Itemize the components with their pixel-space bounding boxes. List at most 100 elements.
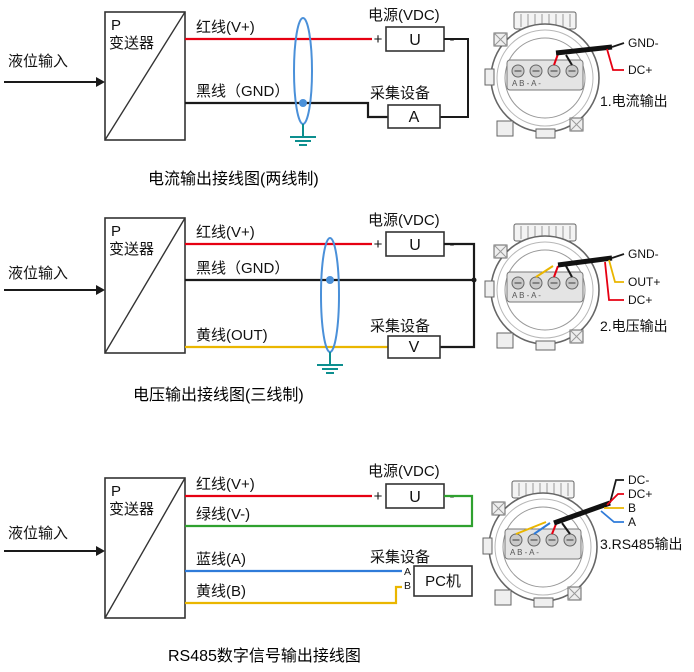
head-wire-a [600, 510, 624, 523]
head-cable [557, 255, 613, 268]
collector-unit-label: A [409, 109, 420, 126]
plus-sign: + [374, 236, 383, 253]
pc-box [413, 565, 473, 597]
power-unit-box [385, 26, 445, 52]
pc-label: PC机 [425, 573, 461, 590]
head-label-gnd: GND- [628, 247, 659, 261]
head-red-stub [551, 523, 557, 535]
black-wire-label: 黑线（GND） [196, 260, 289, 277]
input-arrow-head [96, 77, 105, 87]
head-blue-stub [533, 522, 551, 535]
head-caption: 2.电压输出 [600, 318, 668, 334]
yellow-wire [185, 585, 402, 605]
plus-sign: + [374, 488, 383, 505]
transmitter-p-label: P [111, 483, 121, 500]
transmitter-p-label: P [111, 17, 121, 34]
input-label: 液位输入 [8, 53, 68, 70]
collector-title: 采集设备 [370, 85, 430, 102]
head-label-dc: DC+ [628, 293, 652, 307]
transmitter-head [484, 11, 600, 139]
head-cable [555, 44, 613, 56]
head-wire-out [608, 259, 624, 283]
transmitter-head [482, 480, 598, 608]
head-label-dcminus: DC- [628, 473, 649, 487]
input-arrow-head [96, 285, 105, 295]
power-title: 电源(VDC) [368, 212, 440, 229]
pc-terminal-a: A [404, 566, 411, 578]
head-black-stub [565, 54, 573, 66]
collector-title: 采集设备 [370, 318, 430, 335]
head-black-stub [561, 522, 571, 535]
section-voltage-output: 液位输入 P 变送器 红线(V+) 电源(VDC) + U - 黑线（GND） … [4, 212, 668, 404]
head-red-stub [553, 265, 559, 278]
head-wire-dcplus [606, 493, 624, 506]
input-label: 液位输入 [8, 265, 68, 282]
transmitter-p-label: P [111, 223, 121, 240]
transmitter-head [484, 223, 600, 351]
head-wire-dcminus [609, 479, 624, 504]
power-unit-box [385, 483, 445, 509]
head-yellow-stub [515, 521, 547, 535]
black-wire [185, 101, 388, 119]
head-label-out: OUT+ [628, 275, 660, 289]
head-label-dc: DC+ [628, 63, 652, 77]
head-label-gnd: GND- [628, 36, 659, 50]
head-label-dcplus: DC+ [628, 487, 652, 501]
green-wire [185, 494, 474, 528]
pc-terminal-b: B [404, 580, 411, 592]
blue-wire-label: 蓝线(A) [196, 551, 246, 568]
red-wire-label: 红线(V+) [196, 19, 255, 36]
head-label-a: A [628, 515, 636, 529]
head-caption: 1.电流输出 [600, 93, 668, 109]
power-unit-box [385, 231, 445, 257]
collector-unit-box [387, 335, 441, 359]
section-caption: 电压输出接线图(三线制) [133, 386, 304, 404]
section-caption: RS485数字信号输出接线图 [168, 647, 361, 665]
transmitter-diagonal [104, 217, 186, 354]
cable-shield [320, 237, 340, 353]
plus-sign: + [374, 31, 383, 48]
power-unit-label: U [409, 237, 421, 254]
head-red-stub [553, 53, 559, 66]
head-label-b: B [628, 501, 636, 515]
ground-symbol [290, 124, 316, 146]
power-unit-label: U [409, 489, 421, 506]
head-wire-gnd [611, 42, 625, 48]
section-current-output: 液位输入 P 变送器 红线(V+) 电源(VDC) + U - 黑线（GND） … [4, 7, 668, 188]
shield-connection-dot [299, 99, 307, 107]
power-title: 电源(VDC) [368, 463, 440, 480]
input-arrow-head [96, 546, 105, 556]
collector-title: 采集设备 [370, 549, 430, 566]
transmitter-diagonal [104, 477, 186, 619]
head-wire-dc [606, 48, 624, 71]
yellow-wire-label: 黄线(OUT) [196, 327, 268, 344]
section-rs485-output: 液位输入 P 变送器 红线(V+) 电源(VDC) + U - 绿线(V-) 蓝… [4, 463, 682, 665]
yellow-wire-label: 黄线(B) [196, 583, 246, 600]
red-wire-label: 红线(V+) [196, 224, 255, 241]
black-wire-label: 黑线（GND） [196, 83, 289, 100]
collector-unit-box [387, 104, 441, 129]
green-wire-label: 绿线(V-) [196, 506, 250, 523]
shield-connection-dot [326, 276, 334, 284]
power-unit-label: U [409, 32, 421, 49]
head-caption: 3.RS485输出 [600, 536, 682, 552]
head-black-stub [565, 265, 573, 278]
head-wire-gnd [611, 253, 625, 259]
cable-shield [293, 17, 313, 125]
transmitter-name: 变送器 [109, 241, 154, 258]
ground-symbol [317, 352, 343, 374]
head-yellow-stub [535, 265, 554, 278]
collector-unit-label: V [409, 339, 420, 356]
transmitter-name: 变送器 [109, 35, 154, 52]
head-wire-dc [604, 261, 624, 301]
transmitter-diagonal [104, 11, 186, 141]
transmitter-name: 变送器 [109, 501, 154, 518]
head-cable [553, 500, 611, 526]
input-label: 液位输入 [8, 525, 68, 542]
return-wire [440, 38, 469, 118]
power-title: 电源(VDC) [368, 7, 440, 24]
black-wire-branch [440, 280, 476, 349]
red-wire-label: 红线(V+) [196, 476, 255, 493]
wire-junction-dot [471, 277, 477, 283]
